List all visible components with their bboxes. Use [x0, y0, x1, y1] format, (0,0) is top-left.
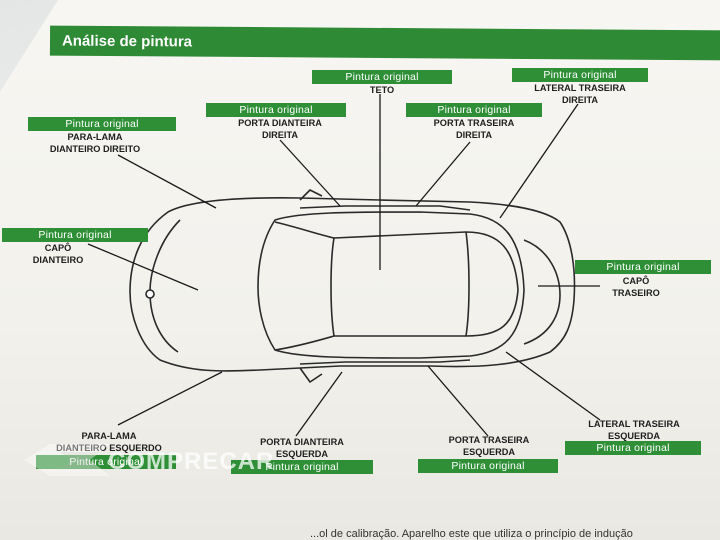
status-badge-para-lama-dianteiro-direito: Pintura original: [28, 117, 176, 131]
rear-window: [465, 231, 519, 337]
watermark-car-logo-icon: [24, 444, 110, 476]
status-badge-capo-traseiro: Pintura original: [575, 260, 711, 274]
part-label-porta-traseira-direita: PORTA TRASEIRA DIREITA: [433, 118, 515, 140]
left-side-windows: [299, 359, 471, 365]
front-hood-outline: [149, 219, 181, 353]
leader-para-lama-dianteiro-esquerdo: [117, 371, 223, 426]
part-label-capo-traseiro: CAPÔ TRASEIRO: [612, 276, 660, 298]
footer-paragraph: ...ol de calibração. Aparelho este que u…: [310, 528, 633, 540]
leader-lateral-traseira-esquerda: [505, 351, 601, 421]
part-label-para-lama-dianteiro-direito: PARA-LAMA DIANTEIRO DIREITO: [49, 132, 141, 154]
status-badge-lateral-traseira-esquerda: Pintura original: [565, 441, 701, 455]
leader-para-lama-dianteiro-direito: [117, 154, 217, 209]
status-badge-porta-traseira-direita: Pintura original: [406, 103, 542, 117]
leader-porta-traseira-direita: [415, 141, 471, 207]
leader-lateral-traseira-direita: [499, 103, 579, 219]
status-badge-porta-traseira-esquerda: Pintura original: [418, 459, 558, 473]
status-badge-teto: Pintura original: [312, 70, 452, 84]
left-mirror: [299, 367, 323, 383]
right-mirror: [299, 189, 323, 201]
leader-porta-dianteira-direita: [279, 139, 341, 207]
leader-porta-dianteira-esquerda: [295, 371, 343, 437]
leader-lines: [87, 94, 601, 437]
status-badge-lateral-traseira-direita: Pintura original: [512, 68, 648, 82]
part-label-lateral-traseira-direita: LATERAL TRASEIRA DIREITA: [534, 83, 626, 105]
part-label-capo-dianteiro: CAPÔ DIANTEIRO: [32, 243, 84, 265]
status-badge-porta-dianteira-esquerda: Pintura original: [231, 460, 373, 474]
part-label-para-lama-dianteiro-esquerdo: PARA-LAMA DIANTEIRO ESQUERDO: [56, 431, 162, 453]
status-badge-para-lama-dianteiro-esquerdo: Pintura original: [36, 455, 176, 469]
status-badge-capo-dianteiro: Pintura original: [2, 228, 148, 242]
car-body-outline: [129, 197, 576, 372]
roof-line-top: [333, 231, 467, 239]
cabin-outline: [257, 211, 525, 359]
part-label-lateral-traseira-esquerda: LATERAL TRASEIRA ESQUERDA: [588, 419, 680, 441]
trunk-outline: [523, 239, 561, 345]
windshield: [274, 221, 335, 351]
leader-porta-traseira-esquerda: [427, 365, 489, 437]
part-label-porta-traseira-esquerda: PORTA TRASEIRA ESQUERDA: [448, 435, 530, 457]
hood-emblem: [145, 289, 155, 299]
watermark-text: COMPRECAR: [108, 448, 275, 475]
part-label-porta-dianteira-esquerda: PORTA DIANTEIRA ESQUERDA: [260, 437, 344, 459]
status-badge-porta-dianteira-direita: Pintura original: [206, 103, 346, 117]
leader-capo-dianteiro: [87, 243, 199, 291]
part-label-porta-dianteira-direita: PORTA DIANTEIRA DIREITA: [238, 118, 322, 140]
right-side-windows: [299, 205, 471, 211]
part-label-teto: TETO: [369, 85, 395, 95]
